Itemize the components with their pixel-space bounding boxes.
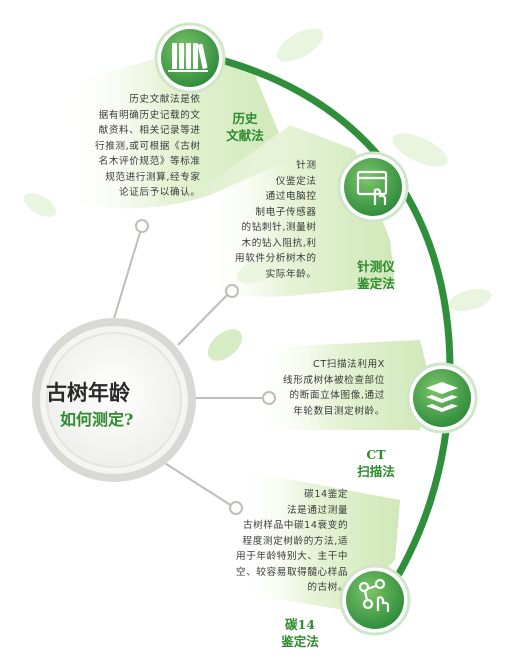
- connector-carbon: [159, 459, 233, 507]
- hub-disc: [46, 332, 182, 468]
- network-hand-icon: [358, 578, 390, 613]
- main-arc: [174, 46, 454, 609]
- node-history: [154, 22, 226, 94]
- node-ct: [406, 362, 478, 434]
- books-icon: [168, 43, 208, 72]
- description-carbon: 碳14鉴定 法是通过测量 古树样品中碳14衰变的 程度测定树龄的方法,适 用于年…: [236, 489, 349, 593]
- connector-history: [111, 225, 143, 326]
- dot-carbon: [229, 501, 243, 515]
- dot-history: [135, 219, 149, 233]
- center-subtitle: 如何测定?: [60, 410, 134, 429]
- node-carbon: [339, 564, 411, 636]
- hub: [32, 318, 196, 482]
- connector-dots: [135, 219, 276, 515]
- label-carbon: 碳14 鉴定法: [281, 617, 319, 649]
- connector-needle: [177, 291, 231, 346]
- background-leaves: [23, 28, 492, 361]
- label-ct: CT 扫描法: [357, 447, 395, 479]
- panels: [60, 45, 430, 610]
- node-needle: [337, 151, 409, 223]
- description-history: 历史文献法是依 据有明确历史记载的文 献资料、相关记录等进 行推测,或可根据《古…: [95, 94, 201, 198]
- center-title: 古树年龄: [46, 380, 130, 405]
- panel-ct: [255, 340, 430, 430]
- description-ct: CT扫描法利用X 线形成树体被检查部位 的断面立体图像,通过 年轮数目测定树龄。: [283, 359, 385, 417]
- dot-ct: [262, 391, 276, 405]
- connectors: [111, 225, 265, 507]
- description-needle: 针测 仪鉴定法 通过电脑控 制电子传感器 的钻刺针,测量树 木的钻入阻抗,利 用…: [235, 160, 317, 280]
- layers-icon: [426, 382, 458, 412]
- touch-screen-icon: [356, 170, 388, 206]
- label-needle: 针测仪 鉴定法: [357, 259, 395, 291]
- dot-needle: [225, 284, 239, 298]
- label-history: 历史 文献法: [226, 111, 264, 143]
